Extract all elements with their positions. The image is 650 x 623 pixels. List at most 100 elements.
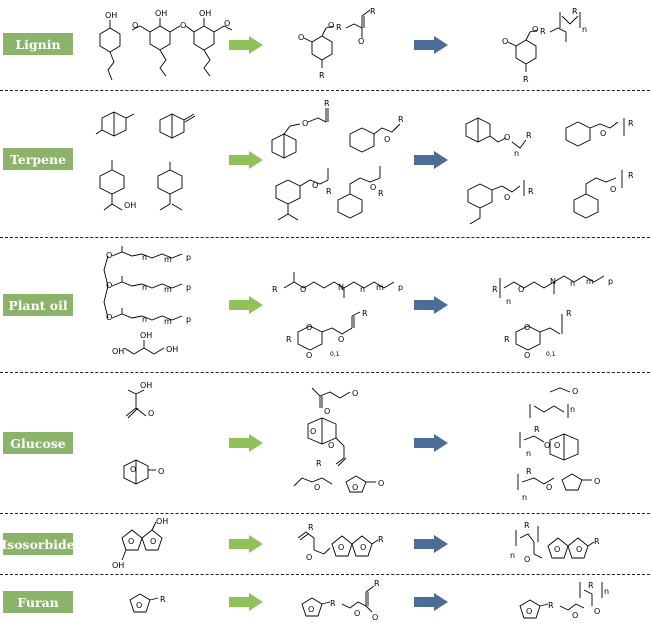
atom-label: O [136, 601, 142, 610]
green-arrow-plant-oil [229, 296, 263, 314]
atom-label: O [306, 323, 312, 332]
atom-label: p [398, 283, 403, 292]
atom-label: O [526, 607, 532, 616]
atom-label: R [524, 521, 530, 530]
atom-label: O [594, 607, 600, 616]
atom-label: R [548, 601, 554, 610]
atom-label: R [588, 581, 594, 590]
row-label-furan: Furan [3, 591, 73, 613]
atom-label: O [572, 387, 578, 396]
glucose-functionalized-monomers: O O O O R O O O [293, 387, 384, 493]
atom-label: OH [124, 201, 136, 210]
lignin-monomer-functionalized: O O R R O R [298, 7, 376, 80]
atom-label: O [130, 465, 136, 474]
atom-label: O [314, 483, 320, 492]
row-separator [0, 574, 650, 575]
atom-label: 0,1 [330, 351, 340, 358]
atom-label: OH [112, 561, 124, 570]
atom-label: O [502, 37, 508, 46]
atom-label: R [523, 75, 529, 84]
atom-label: R [526, 467, 532, 476]
lignin-polymer: O O R R n R [502, 7, 587, 84]
atom-label: OH [105, 11, 117, 20]
atom-label: O [518, 285, 524, 294]
atom-label: R [374, 579, 380, 588]
atom-label: R [534, 425, 540, 434]
atom-label: R [628, 119, 634, 128]
atom-label: OH [166, 345, 178, 354]
atom-label: R [594, 537, 600, 546]
atom-label: O [504, 133, 510, 142]
atom-label: O [378, 479, 384, 488]
row-label-plant-oil: Plant oil [3, 294, 73, 316]
atom-label: OH [112, 347, 124, 356]
atom-label: R [540, 27, 546, 36]
atom-label: R [308, 523, 314, 532]
row-separator [0, 513, 650, 514]
atom-label: m [164, 317, 172, 326]
atom-label: N [550, 277, 556, 286]
terpene-polymers: O R n O R O R O R [465, 117, 634, 225]
atom-label: R [566, 309, 572, 318]
blue-arrow-lignin [414, 36, 448, 54]
atom-label: p [186, 283, 191, 292]
atom-label: O [298, 33, 304, 42]
atom-label: R [370, 7, 376, 16]
atom-label: O [312, 181, 318, 190]
atom-label: O [308, 605, 314, 614]
atom-label: R [398, 115, 404, 124]
atom-label: O [328, 441, 334, 450]
atom-label: N [338, 283, 344, 292]
atom-label: n [570, 279, 575, 288]
atom-label: O [546, 483, 552, 492]
atom-label: R [319, 71, 325, 80]
plant-oil-polymers: R n O N n m p R R O O 0,1 [492, 275, 613, 360]
atom-label: R [492, 285, 498, 294]
plant-oil-triglyceride: O O O n m p n m p n m p OH OH OH [103, 246, 191, 356]
atom-label: O [328, 21, 334, 30]
atom-label: n [522, 493, 527, 502]
blue-arrow-isosorbide [414, 535, 448, 553]
atom-label: O [354, 609, 360, 618]
atom-label: R [330, 599, 336, 608]
atom-label: p [186, 253, 191, 262]
atom-label: O [306, 351, 312, 360]
atom-label: O [302, 119, 308, 128]
atom-label: n [570, 405, 575, 414]
atom-label: O [338, 335, 344, 344]
row-label-isosorbide: Isosorbide [1, 533, 75, 555]
green-arrow-isosorbide [229, 535, 263, 553]
atom-label: O [106, 313, 112, 322]
atom-label: O [338, 543, 344, 552]
green-arrow-lignin [229, 36, 263, 54]
atom-label: O [306, 553, 312, 562]
atom-label: R [378, 535, 384, 544]
atom-label: m [376, 283, 384, 292]
atom-label: R [628, 171, 634, 180]
atom-label: O [324, 407, 330, 416]
atom-label: n [142, 315, 147, 324]
atom-label: O [180, 21, 186, 30]
atom-label: R [528, 187, 534, 196]
atom-label: R [316, 459, 322, 468]
atom-label: R [272, 285, 278, 294]
terpene-monomer-structures: OH [95, 111, 196, 211]
atom-label: O [358, 37, 364, 46]
green-arrow-terpene [229, 151, 263, 169]
glucose-derived-monomers: OH O O O [123, 381, 164, 485]
atom-label: R [336, 23, 342, 32]
row-label-glucose: Glucose [3, 432, 73, 454]
green-arrow-glucose [229, 434, 263, 452]
green-arrow-furan [229, 593, 263, 611]
row-separator [0, 237, 650, 238]
atom-label: 0,1 [546, 351, 556, 358]
blue-arrow-plant-oil [414, 296, 448, 314]
atom-label: n [142, 283, 147, 292]
atom-label: O [310, 427, 316, 436]
row-separator [0, 90, 650, 91]
atom-label: O [576, 545, 582, 554]
atom-label: n [582, 25, 587, 34]
atom-label: O [524, 323, 530, 332]
atom-label: O [352, 389, 358, 398]
atom-label: n [526, 449, 531, 458]
